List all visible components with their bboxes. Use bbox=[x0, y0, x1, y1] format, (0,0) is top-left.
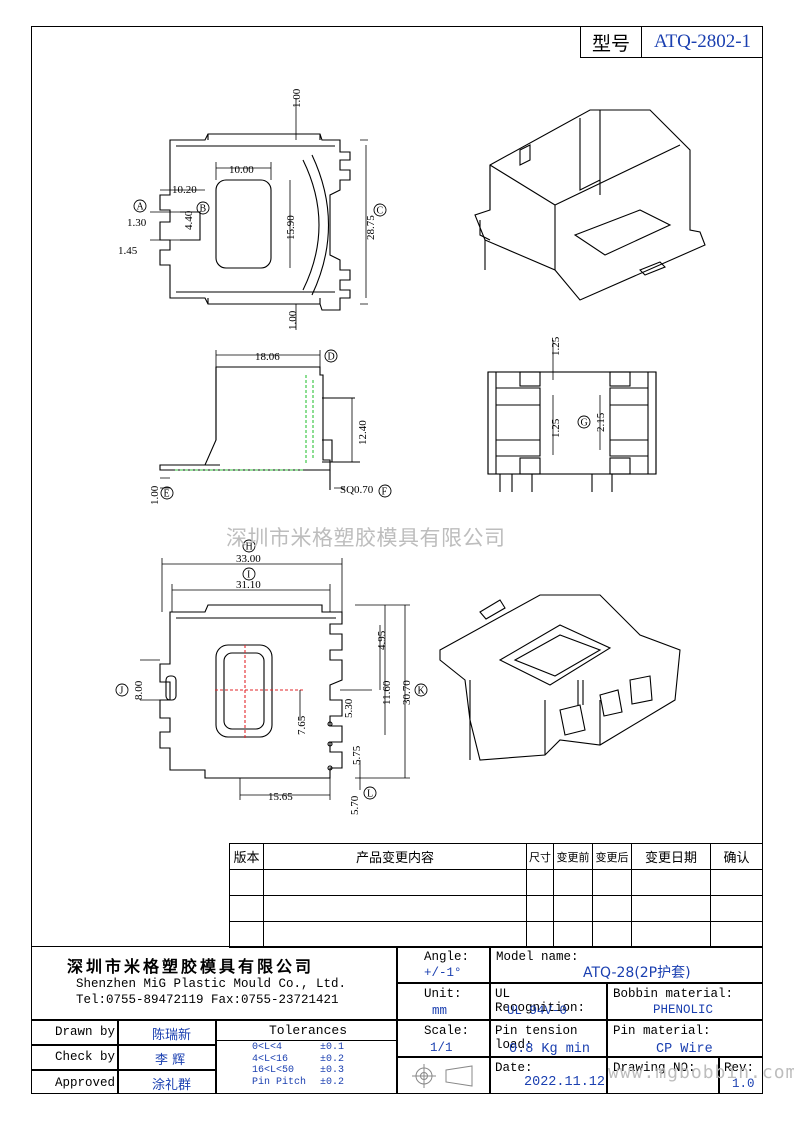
dim-top-8: 28.75 bbox=[365, 215, 377, 240]
dim-bottom-4: 4.95 bbox=[376, 630, 388, 650]
pin-material-cell: Pin material: CP Wire bbox=[607, 1020, 763, 1057]
side-view bbox=[159, 366, 360, 490]
watermark-url: www.mgbobbin.com bbox=[608, 1062, 794, 1083]
check-by-label-cell: Check by bbox=[31, 1045, 118, 1070]
company-name-en: Shenzhen MiG Plastic Mould Co., Ltd. bbox=[76, 977, 347, 991]
marker-j: J bbox=[115, 683, 129, 697]
model-name-cell: Model name: ATQ-28(2P护套) bbox=[490, 946, 763, 983]
rev-header-date: 变更日期 bbox=[631, 843, 711, 870]
company-name-cn: 深圳市米格塑胶模具有限公司 bbox=[67, 957, 315, 976]
dim-top-7: 15.90 bbox=[285, 215, 297, 240]
marker-g: G bbox=[577, 415, 591, 429]
rev-header-before: 变更前 bbox=[553, 843, 593, 870]
ul-cell: UL Recognition: UL 94V-0 bbox=[490, 983, 607, 1020]
dim-end-2: 1.25 bbox=[550, 418, 562, 438]
svg-text:H: H bbox=[246, 542, 253, 553]
iso-view-bottom bbox=[439, 594, 681, 761]
svg-text:K: K bbox=[418, 686, 426, 697]
dim-end-3: 2.15 bbox=[595, 412, 607, 432]
marker-f: F bbox=[378, 484, 392, 498]
dim-top-3: 10.20 bbox=[172, 184, 197, 196]
model-label: 型号 bbox=[581, 27, 642, 57]
marker-i: I bbox=[242, 567, 256, 581]
rev-header-after: 变更后 bbox=[592, 843, 632, 870]
marker-e: E bbox=[160, 486, 174, 500]
model-number-box: 型号 ATQ-2802-1 bbox=[580, 27, 763, 58]
dim-side-4: SQ0.70 bbox=[340, 484, 374, 496]
bottom-view bbox=[159, 604, 343, 779]
company-cell: 深圳市米格塑胶模具有限公司 Shenzhen MiG Plastic Mould… bbox=[31, 946, 397, 1020]
svg-text:J: J bbox=[120, 686, 124, 697]
tolerances-cell: Tolerances 0<L<4±0.1 4<L<16±0.2 16<L<50±… bbox=[216, 1020, 397, 1094]
pin-tension-cell: Pin tension load: 0.8 Kg min bbox=[490, 1020, 607, 1057]
svg-text:I: I bbox=[247, 570, 250, 581]
svg-text:C: C bbox=[377, 206, 384, 217]
dim-top-9: 1.00 bbox=[287, 310, 299, 330]
rev-cell: Rev: 1.0 bbox=[719, 1057, 763, 1094]
svg-text:F: F bbox=[382, 487, 388, 498]
drawing-no-cell: Drawing NO: bbox=[607, 1057, 719, 1094]
scale-cell: Scale: 1/1 bbox=[397, 1020, 490, 1057]
marker-k: K bbox=[414, 683, 428, 697]
projection-symbol-icon bbox=[412, 1064, 473, 1088]
drawn-by-label-cell: Drawn by bbox=[31, 1020, 118, 1045]
rev-header-content: 产品变更内容 bbox=[263, 843, 527, 870]
tol-row-2: 4<L<16±0.2 bbox=[252, 1053, 345, 1065]
dim-bottom-5: 11.60 bbox=[381, 680, 393, 705]
rev-header-confirm: 确认 bbox=[710, 843, 763, 870]
svg-text:A: A bbox=[137, 202, 145, 213]
svg-text:L: L bbox=[367, 789, 373, 800]
approved-label-cell: Approved bbox=[31, 1070, 118, 1094]
end-view bbox=[487, 371, 657, 492]
dim-top-6: 1.45 bbox=[118, 245, 138, 257]
dim-bottom-6: 30.70 bbox=[401, 680, 413, 705]
model-value: ATQ-2802-1 bbox=[653, 31, 752, 52]
svg-text:G: G bbox=[581, 418, 588, 429]
marker-l: L bbox=[363, 786, 377, 800]
technical-drawing: 1.00 10.00 10.20 1.30 4.40 1.45 15.90 28… bbox=[115, 88, 706, 815]
tol-row-1: 0<L<4±0.1 bbox=[252, 1042, 345, 1053]
dim-side-1: 18.06 bbox=[255, 351, 280, 363]
marker-a: A bbox=[133, 199, 147, 213]
revision-table: 版本 产品变更内容 尺寸 变更前 变更后 变更日期 确认 bbox=[229, 843, 763, 948]
company-contact: Tel:0755-89472119 Fax:0755-23721421 bbox=[76, 993, 339, 1007]
projection-symbol-cell bbox=[397, 1057, 490, 1094]
svg-text:B: B bbox=[200, 204, 207, 215]
angle-cell: Angle: +/-1° bbox=[397, 946, 490, 983]
marker-d: D bbox=[324, 349, 338, 363]
dim-bottom-10: 15.65 bbox=[268, 791, 293, 803]
dim-bottom-3: 8.00 bbox=[133, 680, 145, 700]
rev-header-size: 尺寸 bbox=[526, 843, 554, 870]
title-block: 深圳市米格塑胶模具有限公司 Shenzhen MiG Plastic Mould… bbox=[31, 946, 763, 1094]
dim-end-1: 1.25 bbox=[550, 336, 562, 356]
drawn-by-cell: 陈瑞新 bbox=[118, 1020, 216, 1045]
dim-bottom-8: 7.65 bbox=[296, 715, 308, 735]
dim-bottom-11: 5.70 bbox=[349, 795, 361, 815]
dim-bottom-1: 33.00 bbox=[236, 553, 261, 565]
rev-header-version: 版本 bbox=[229, 843, 264, 870]
unit-cell: Unit: mm bbox=[397, 983, 490, 1020]
iso-view-top bbox=[474, 109, 706, 301]
svg-text:E: E bbox=[164, 489, 170, 500]
dim-bottom-9: 5.75 bbox=[351, 745, 363, 765]
svg-text:D: D bbox=[328, 352, 335, 363]
marker-c: C bbox=[373, 203, 387, 217]
marker-h: H bbox=[242, 539, 256, 553]
dim-top-5: 4.40 bbox=[183, 210, 195, 230]
check-by-cell: 李 辉 bbox=[118, 1045, 216, 1070]
tol-row-4: Pin Pitch±0.2 bbox=[252, 1076, 345, 1088]
bobbin-material-cell: Bobbin material: PHENOLIC bbox=[607, 983, 763, 1020]
dim-side-2: 12.40 bbox=[357, 420, 369, 445]
dim-bottom-2: 31.10 bbox=[236, 579, 261, 591]
marker-b: B bbox=[196, 201, 210, 215]
dim-top-2: 10.00 bbox=[229, 164, 254, 176]
approved-cell: 涂礼群 bbox=[118, 1070, 216, 1094]
dim-bottom-7: 5.30 bbox=[343, 698, 355, 718]
dim-top-1: 1.00 bbox=[291, 88, 303, 108]
dim-side-3: 1.00 bbox=[149, 485, 161, 505]
date-cell: Date: 2022.11.12 bbox=[490, 1057, 607, 1094]
watermark-company: 深圳市米格塑胶模具有限公司 bbox=[226, 526, 506, 550]
tol-row-3: 16<L<50±0.3 bbox=[252, 1065, 345, 1076]
dim-top-4: 1.30 bbox=[127, 217, 147, 229]
